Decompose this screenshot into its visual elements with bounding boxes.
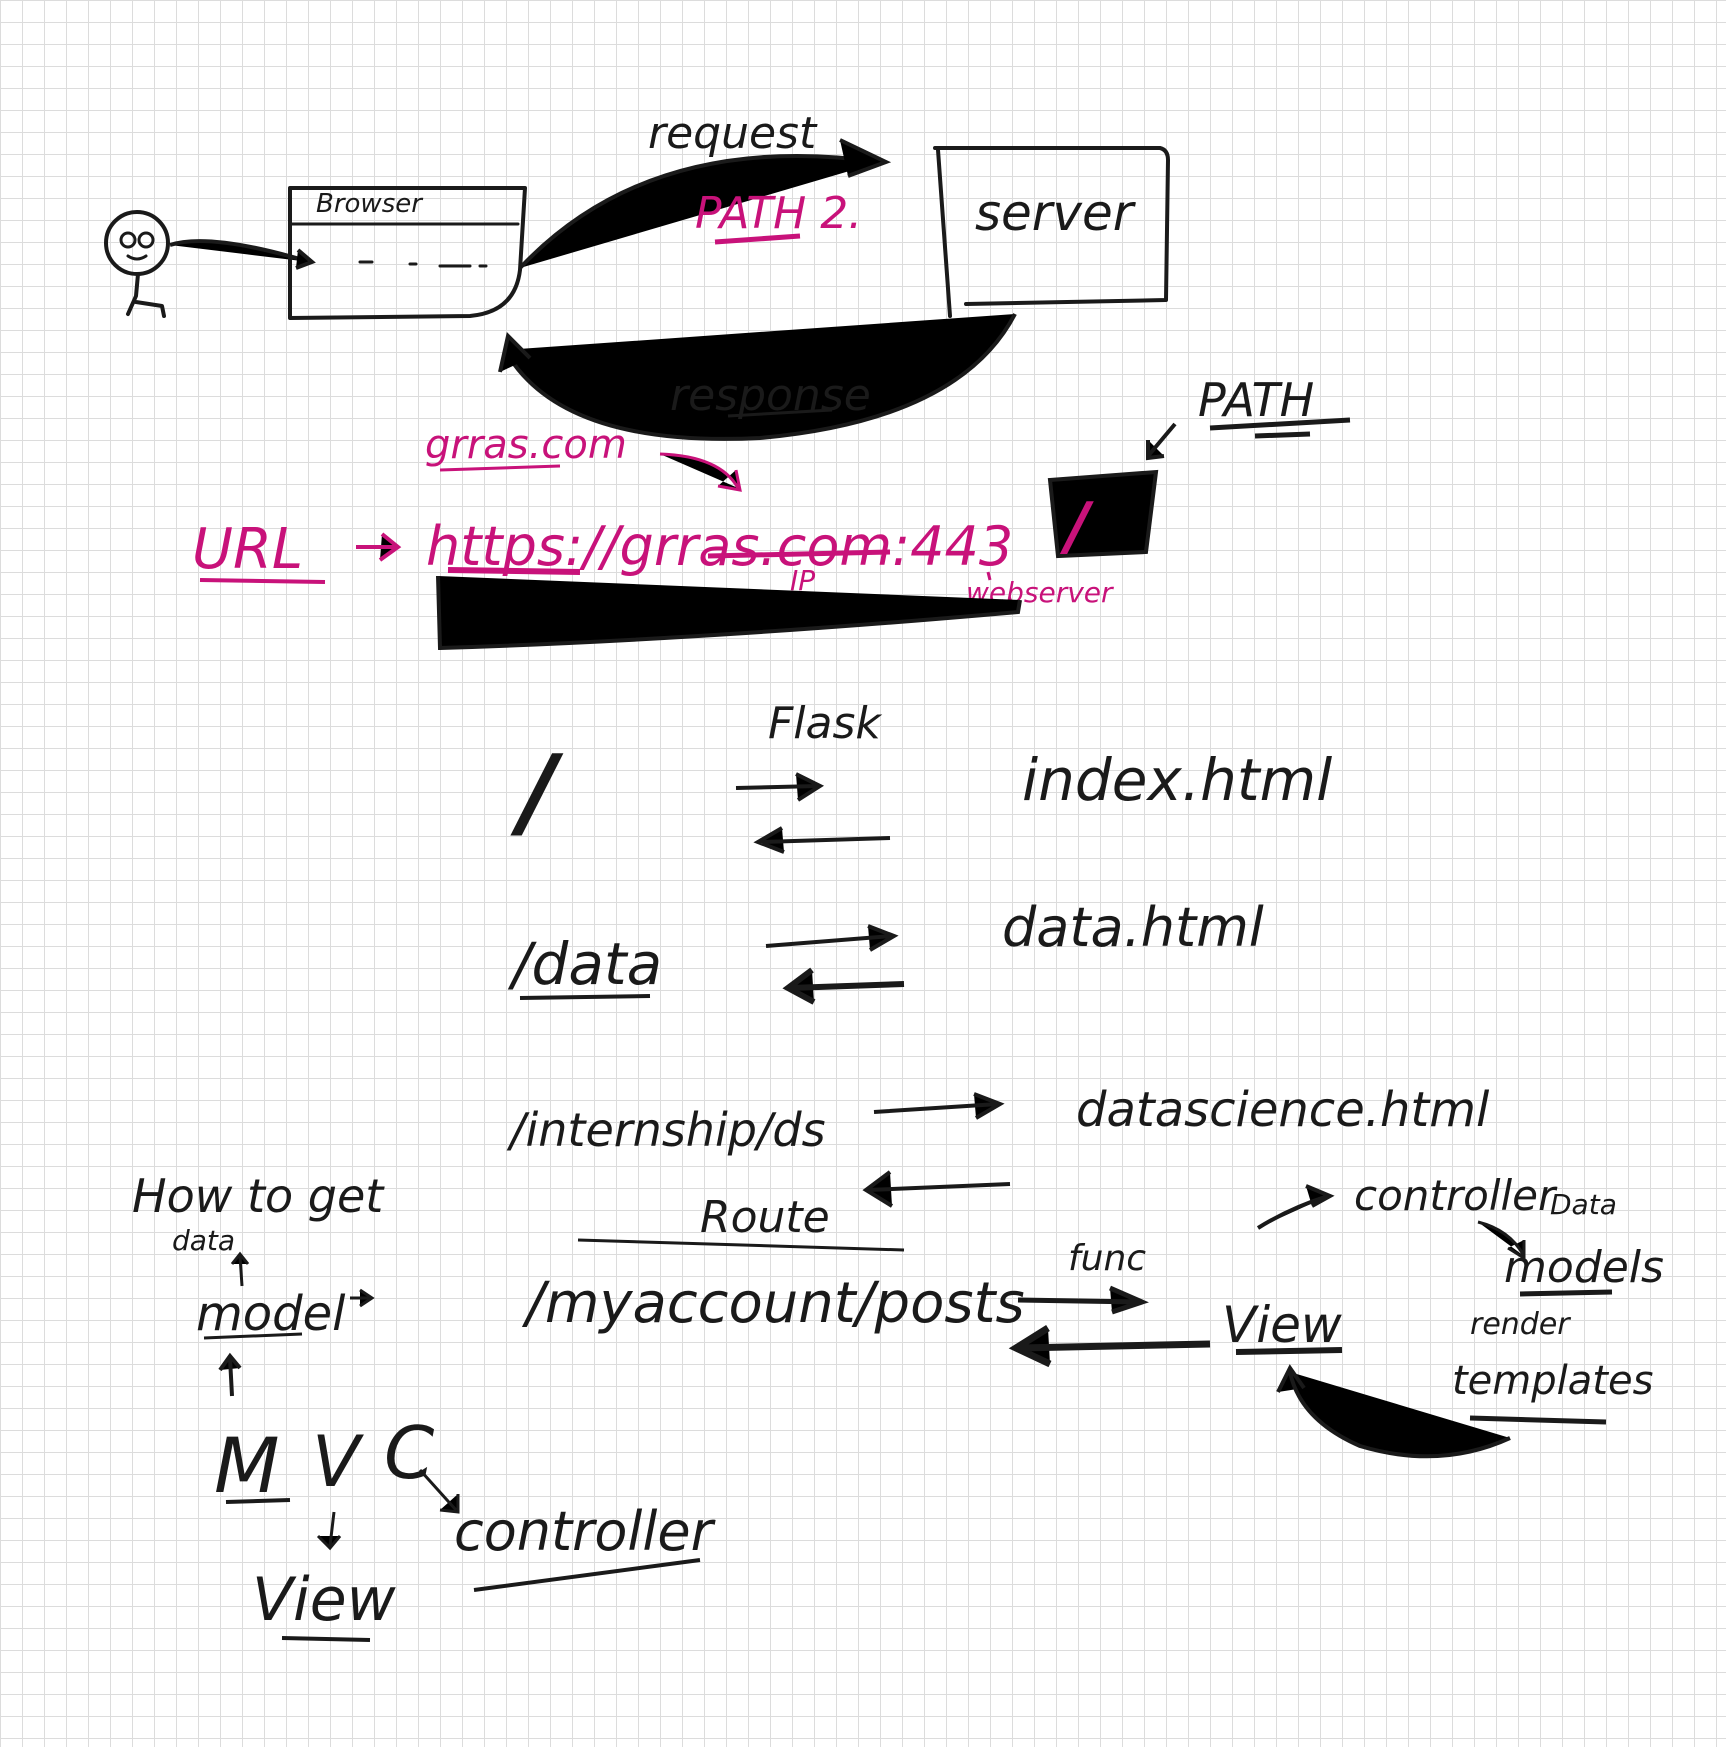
data-file: data.html: [1002, 896, 1264, 959]
server-label: server: [975, 184, 1137, 242]
mvc-render-label: render: [1470, 1307, 1571, 1342]
data-response-arrow: [782, 967, 905, 1005]
templates-to-view-arrow: [1276, 1364, 1511, 1459]
mvc-models-underline: [1519, 1289, 1613, 1297]
left-model-label: model: [196, 1286, 346, 1342]
how-data-label: data: [172, 1224, 235, 1257]
mvc-view-label: View: [1222, 1296, 1342, 1354]
ip-underline: [707, 549, 891, 559]
internship-request-arrow: [873, 1092, 1005, 1120]
mvc-controller-label: controller: [1354, 1171, 1558, 1220]
server-box: [933, 146, 1170, 318]
controller-to-models-arrow: [1477, 1220, 1526, 1261]
domain-note-underline: [439, 464, 561, 472]
request-arrow: [518, 153, 881, 270]
datascience-file: datascience.html: [1076, 1082, 1490, 1138]
browser-label: Browser: [316, 189, 424, 219]
route-data-underline: [519, 994, 651, 1000]
domain-note-arrow: [659, 452, 742, 492]
route-data: /data: [507, 930, 662, 998]
mvc-models-label: models: [1504, 1242, 1664, 1293]
mvc-m-underline: [225, 1498, 291, 1504]
domain-note: grras.com: [425, 422, 627, 468]
route-label: Route: [700, 1192, 830, 1243]
protocol-underline: [447, 567, 581, 575]
request-label: request: [648, 108, 818, 159]
model-to-data-arrow: [230, 1251, 250, 1287]
view-response-arrow: [1008, 1325, 1211, 1368]
request-arrowhead: [839, 138, 892, 178]
response-underline: [727, 408, 833, 418]
user-stick-figure-icon: [104, 210, 170, 318]
browser-window: [288, 186, 527, 320]
view-to-controller-arrow: [1256, 1184, 1335, 1230]
flask-label: Flask: [768, 698, 882, 749]
path-arrow: [1146, 422, 1177, 461]
webserver-tick: [986, 571, 992, 581]
mvc-v: V: [312, 1421, 364, 1503]
url-bracket: [436, 575, 1022, 651]
response-arrow: [503, 313, 1017, 441]
path-label: PATH: [1198, 373, 1314, 427]
func-label: func: [1068, 1238, 1146, 1279]
path2-label: PATH 2.: [695, 188, 862, 239]
slash-highlight-box: [1047, 469, 1159, 559]
path2-underline: [714, 233, 801, 245]
left-model-underline: [203, 1332, 303, 1340]
route-root: /: [510, 733, 564, 850]
user-to-browser-arrow: [169, 239, 311, 264]
route-divider: [577, 1238, 905, 1252]
how-to-get-label: How to get: [132, 1169, 385, 1223]
left-controller-label: controller: [454, 1500, 716, 1563]
url-arrow: [356, 532, 402, 562]
internship-response-arrow: [862, 1170, 1011, 1208]
func-request-arrow: [1017, 1285, 1149, 1315]
url-label: URL: [192, 517, 303, 582]
left-controller-underline: [473, 1558, 701, 1592]
mvc-c: C: [384, 1411, 435, 1495]
mvc-m: M: [214, 1421, 280, 1510]
mvc-data-label: Data: [1550, 1188, 1617, 1221]
m-to-model-arrow: [218, 1352, 242, 1397]
url-full: https://grras.com:443: [426, 515, 1013, 578]
route-myaccount: /myaccount/posts: [521, 1271, 1025, 1336]
left-model-arrow: [350, 1288, 375, 1308]
path-underline: [1209, 417, 1351, 439]
mvc-templates-label: templates: [1452, 1358, 1653, 1404]
c-to-controller-arrow: [418, 1468, 460, 1514]
mvc-view-underline: [1235, 1347, 1343, 1355]
v-to-view-arrow: [316, 1511, 342, 1551]
route-internship: /internship/ds: [506, 1103, 826, 1157]
root-response-arrow: [753, 826, 891, 854]
left-view-underline: [281, 1636, 371, 1642]
user-to-browser-arrowhead: [295, 248, 316, 270]
mvc-templates-underline: [1469, 1415, 1607, 1425]
index-file: index.html: [1022, 746, 1332, 814]
left-view-label: View: [252, 1565, 397, 1635]
url-underline: [199, 578, 326, 584]
response-arrowhead: [498, 332, 532, 373]
root-request-arrow: [735, 772, 825, 802]
data-request-arrow: [765, 924, 899, 952]
